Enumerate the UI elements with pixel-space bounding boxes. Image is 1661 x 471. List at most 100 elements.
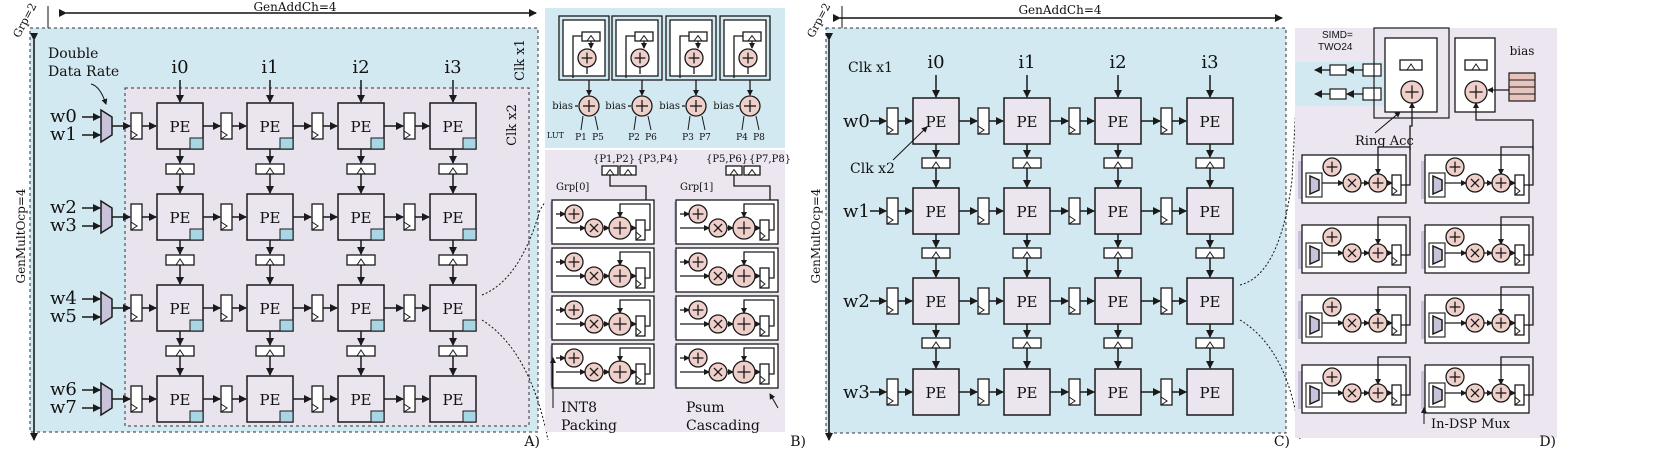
input-label-i1: i1 xyxy=(261,57,278,78)
pe-corner-cell xyxy=(189,410,204,423)
pe-label-c: PE xyxy=(1107,113,1128,131)
simd-split-register xyxy=(1362,63,1382,77)
out-wire xyxy=(755,115,760,131)
gen-add-ch-label-c: GenAddCh=4 xyxy=(1018,3,1101,17)
ddr-mux xyxy=(100,381,113,417)
out-wire xyxy=(701,115,706,131)
cascade-out xyxy=(733,175,771,200)
acc-frame xyxy=(558,15,610,81)
pe-block-c xyxy=(912,187,960,235)
pe-psum-register-c xyxy=(1103,337,1133,349)
clock-notch xyxy=(1113,161,1123,169)
clock-notch xyxy=(175,167,185,175)
pair-label-p5p6: {P5,P6} xyxy=(706,154,748,165)
cascade-d xyxy=(1498,216,1534,256)
clock-notch xyxy=(886,396,894,406)
pe-psum-register-c xyxy=(1103,247,1133,259)
bias-label: bias xyxy=(552,101,573,112)
acc-feedback xyxy=(679,35,689,78)
input-label-i0: i0 xyxy=(171,57,188,78)
psum-cascade xyxy=(617,251,651,279)
pe-psum-register xyxy=(438,254,468,266)
pe-label: PE xyxy=(259,300,280,318)
pe-psum-register-c xyxy=(921,157,951,169)
pe-corner-cell xyxy=(370,137,385,150)
panel-b-corner-label: B) xyxy=(790,434,806,450)
clock-notch xyxy=(1391,396,1398,406)
pe-label-c: PE xyxy=(1016,384,1037,402)
panel-a-corner-label: A) xyxy=(523,434,540,450)
pe-block-c xyxy=(1094,97,1142,145)
clock-notch xyxy=(265,167,275,175)
pe-psum-register-c xyxy=(1012,157,1042,169)
clock-notch xyxy=(1160,305,1168,315)
clock-notch xyxy=(130,221,138,231)
pe-corner-cell xyxy=(462,410,477,423)
clk-x1-label-c: Clk x1 xyxy=(848,60,893,76)
clock-notch xyxy=(586,34,596,42)
in-dsp-mux xyxy=(1432,244,1443,266)
input-label-c-i3: i3 xyxy=(1201,52,1218,73)
pair-label-p1p2: {P1,P2} xyxy=(593,154,635,165)
in-dsp-mux-label: In-DSP Mux xyxy=(1431,417,1511,432)
acc-feedback xyxy=(572,35,582,78)
ddr-mux xyxy=(100,108,113,144)
clock-notch xyxy=(1391,186,1398,196)
pe-psum-register xyxy=(346,254,376,266)
clock-notch xyxy=(1022,251,1032,259)
output-label-P1: P1 xyxy=(575,133,587,143)
mult-x2 xyxy=(1470,318,1480,328)
output-label-P5: P5 xyxy=(592,133,604,143)
panel-d: bias SIMD= TWO24 Ring Acc In-DSP Mux D) xyxy=(1295,27,1557,450)
pe-label: PE xyxy=(169,300,190,318)
pe-block-c xyxy=(1003,368,1051,416)
mult-x2 xyxy=(1347,388,1357,398)
clock-notch xyxy=(311,221,319,231)
pe-label: PE xyxy=(169,391,190,409)
clock-notch xyxy=(729,168,739,176)
weight-label-c-w3: w3 xyxy=(843,382,870,403)
mult-x2 xyxy=(1347,178,1357,188)
in-dsp-mux xyxy=(1432,314,1443,336)
clock-notch xyxy=(448,258,458,266)
acc-register xyxy=(742,31,762,42)
mult-x2 xyxy=(713,223,723,233)
psum-cascade xyxy=(741,251,775,279)
input-label-c-i1: i1 xyxy=(1018,52,1035,73)
acc-frame xyxy=(719,15,771,81)
clock-notch xyxy=(747,168,757,176)
pe-label-c: PE xyxy=(925,113,946,131)
bias-acc-register xyxy=(1464,59,1488,71)
pe-block-c xyxy=(912,277,960,325)
pe-label: PE xyxy=(442,209,463,227)
pe-label: PE xyxy=(350,118,371,136)
pe-label-c: PE xyxy=(1016,293,1037,311)
pe-psum-register xyxy=(255,345,285,357)
acc-inner xyxy=(669,19,713,77)
in-dsp-mux xyxy=(1432,384,1443,406)
clock-notch xyxy=(693,34,703,42)
group-0-label: Grp[0] xyxy=(556,182,589,193)
clock-notch xyxy=(220,312,228,322)
pe-corner-cell xyxy=(279,137,294,150)
pe-label: PE xyxy=(442,391,463,409)
pe-block-c xyxy=(1003,187,1051,235)
in-dsp-mux xyxy=(1432,174,1443,196)
clock-notch xyxy=(747,34,757,42)
gen-mult-ocp-label: GenMultOcp=4 xyxy=(14,188,28,283)
gen-mult-ocp-label-c: GenMultOcp=4 xyxy=(809,188,823,283)
cascade-d xyxy=(1375,216,1411,256)
out-wire xyxy=(580,115,584,131)
output-label-P7: P7 xyxy=(699,133,711,143)
pe-corner-cell xyxy=(462,137,477,150)
pe-block-c xyxy=(1003,277,1051,325)
pe-block-c xyxy=(1186,368,1234,416)
pe-psum-register-c xyxy=(1012,247,1042,259)
clock-notch xyxy=(311,130,319,140)
output-label-P2: P2 xyxy=(628,133,640,143)
mult-x2 xyxy=(1470,388,1480,398)
pe-corner-cell xyxy=(279,410,294,423)
simd-label-line1: SIMD= xyxy=(1322,30,1353,41)
panel-c-corner-label: C) xyxy=(1274,434,1290,450)
